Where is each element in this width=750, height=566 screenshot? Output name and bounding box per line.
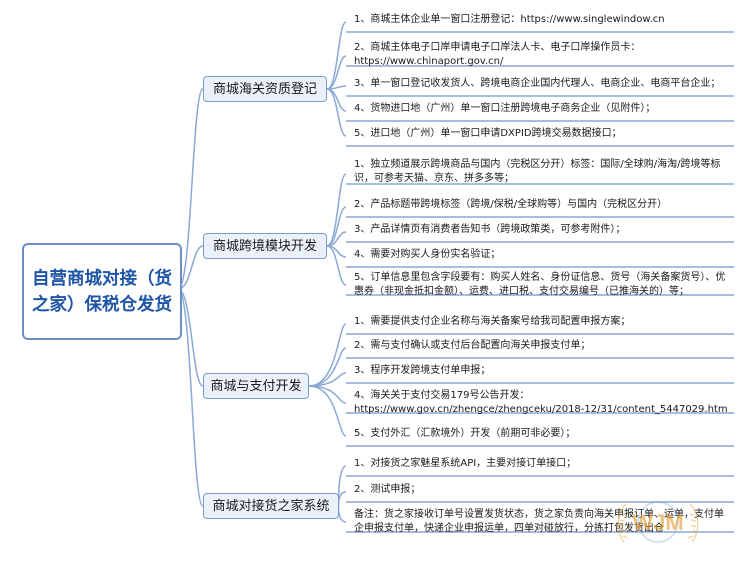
root-connector <box>177 288 204 507</box>
leaf-item: 1、对接货之家魅星系统API，主要对接订单接口； <box>354 458 577 469</box>
branch-connector <box>308 385 347 437</box>
leaf-item: 3、产品详情页有消费者告知书（跨境政策类，可参考附件）； <box>354 224 626 235</box>
leaf-item: 1、需要提供支付企业名称与海关备案号给我司配置申报方案； <box>354 316 631 327</box>
leaf-item: 1、独立频道展示跨境商品与国内（完税区分开）标签：国际/全球购/海淘/跨境等标识… <box>354 159 721 184</box>
branch-connector <box>337 505 347 523</box>
watermark-text: WJM <box>632 510 683 535</box>
root-node: 自营商城对接（货之家）保税仓发货 <box>22 243 182 340</box>
leaf-item: 5、支付外汇（汇款境外）开发（前期可非必要）； <box>354 428 576 439</box>
root-connector <box>177 88 204 290</box>
branch-payment-development: 商城与支付开发 <box>203 373 309 399</box>
branch-connector <box>326 21 347 90</box>
branch-customs-registration: 商城海关资质登记 <box>203 76 327 102</box>
branch-label: 商城跨境模块开发 <box>212 239 317 254</box>
branch-label: 商城对接货之家系统 <box>212 499 330 514</box>
branch-connector <box>326 206 347 247</box>
branch-connector <box>308 347 347 387</box>
branch-connector <box>337 491 347 507</box>
branch-connector <box>326 88 347 137</box>
branch-connector <box>308 385 347 404</box>
leaf-item: 2、需与支付确认或支付后台配置向海关申报支付单； <box>354 340 591 351</box>
leaf-item: 2、产品标题带跨境标签（跨境/保税/全球购等）与国内（完税区分开） <box>354 199 668 210</box>
leaf-item: 4、海关关于支付交易179号公告开发：https://www.gov.cn/zh… <box>354 390 728 415</box>
leaf-item: 5、订单信息里包含字段要有：购买人姓名、身份证信息、货号（海关备案货号）、优惠券… <box>354 272 726 297</box>
leaf-item: 1、商城主体企业单一窗口注册登记：https://www.singlewindo… <box>354 14 665 25</box>
leaf-item: 3、单一窗口登记收发货人、跨境电商企业国内代理人、电商企业、电商平台企业； <box>354 78 721 89</box>
leaf-item: 3、程序开发跨境支付单申报； <box>354 365 491 376</box>
branch-label: 商城与支付开发 <box>210 379 302 394</box>
root-title: 自营商城对接（货之家）保税仓发货 <box>32 268 172 315</box>
leaf-item: 5、进口地（广州）单一窗口申请DXPID跨境交易数据接口； <box>354 128 622 139</box>
root-connector <box>177 288 204 387</box>
branch-connector <box>326 245 347 286</box>
leaf-item: 4、货物进口地（广州）单一窗口注册跨境电子商务企业（见附件）； <box>354 103 656 114</box>
branch-label: 商城海关资质登记 <box>212 82 317 97</box>
leaf-item: 2、测试申报； <box>354 484 421 495</box>
branch-connector <box>326 55 347 90</box>
watermark-logo: WJM <box>617 501 699 543</box>
branch-crossborder-module: 商城跨境模块开发 <box>203 233 327 259</box>
leaf-item: 备注：货之家接收订单号设置发货状态，货之家负责向海关申报订单、运单，支付单企申报… <box>354 509 724 534</box>
branch-hzj-system: 商城对接货之家系统 <box>203 493 339 519</box>
leaf-item: 4、需要对购买人身份实名验证； <box>354 249 501 260</box>
leaf-item: 2、商城主体电子口岸申请电子口岸法人卡、电子口岸操作员卡：https://www… <box>354 42 641 67</box>
